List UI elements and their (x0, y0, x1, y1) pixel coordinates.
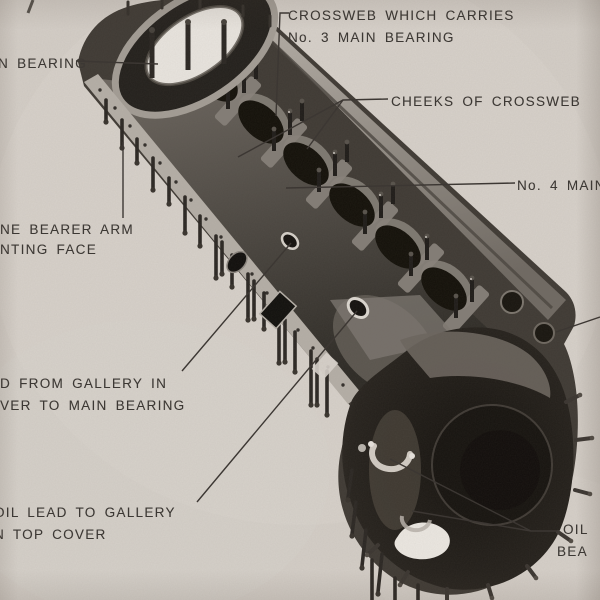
label-main-bearing-left: N BEARING (0, 53, 87, 75)
leader-lines (75, 12, 600, 532)
label-line: D FROM GALLERY IN (0, 376, 168, 391)
label-oil-lead-to-gallery: OIL LEAD TO GALLERY N TOP COVER (0, 502, 176, 546)
label-no4-main-bearing: No. 4 MAIN (517, 175, 600, 197)
label-line: No. 3 MAIN BEARING (288, 30, 455, 45)
label-line: VER TO MAIN BEARING (0, 398, 186, 413)
label-crossweb-no3-main-bearing: CROSSWEB WHICH CARRIES No. 3 MAIN BEARIN… (288, 5, 515, 49)
label-line: CROSSWEB WHICH CARRIES (288, 8, 515, 23)
label-engine-bearer-arm-mounting-face: NE BEARER ARM NTING FACE (0, 220, 134, 260)
label-cheeks-of-crossweb: CHEEKS OF CROSSWEB (391, 91, 581, 113)
label-line: BEA (557, 544, 588, 559)
label-line: N TOP COVER (0, 527, 107, 542)
label-line: OIL LEAD TO GALLERY (0, 505, 176, 520)
label-line: N BEARING (0, 56, 87, 71)
label-line: CHEEKS OF CROSSWEB (391, 94, 581, 109)
label-oil-bearing: OIL BEA (557, 519, 589, 563)
label-line: NTING FACE (0, 242, 98, 257)
label-oil-lead-from-gallery: D FROM GALLERY IN VER TO MAIN BEARING (0, 373, 185, 417)
label-line: NE BEARER ARM (0, 222, 134, 237)
label-line: OIL (563, 522, 589, 537)
label-line: No. 4 MAIN (517, 178, 600, 193)
